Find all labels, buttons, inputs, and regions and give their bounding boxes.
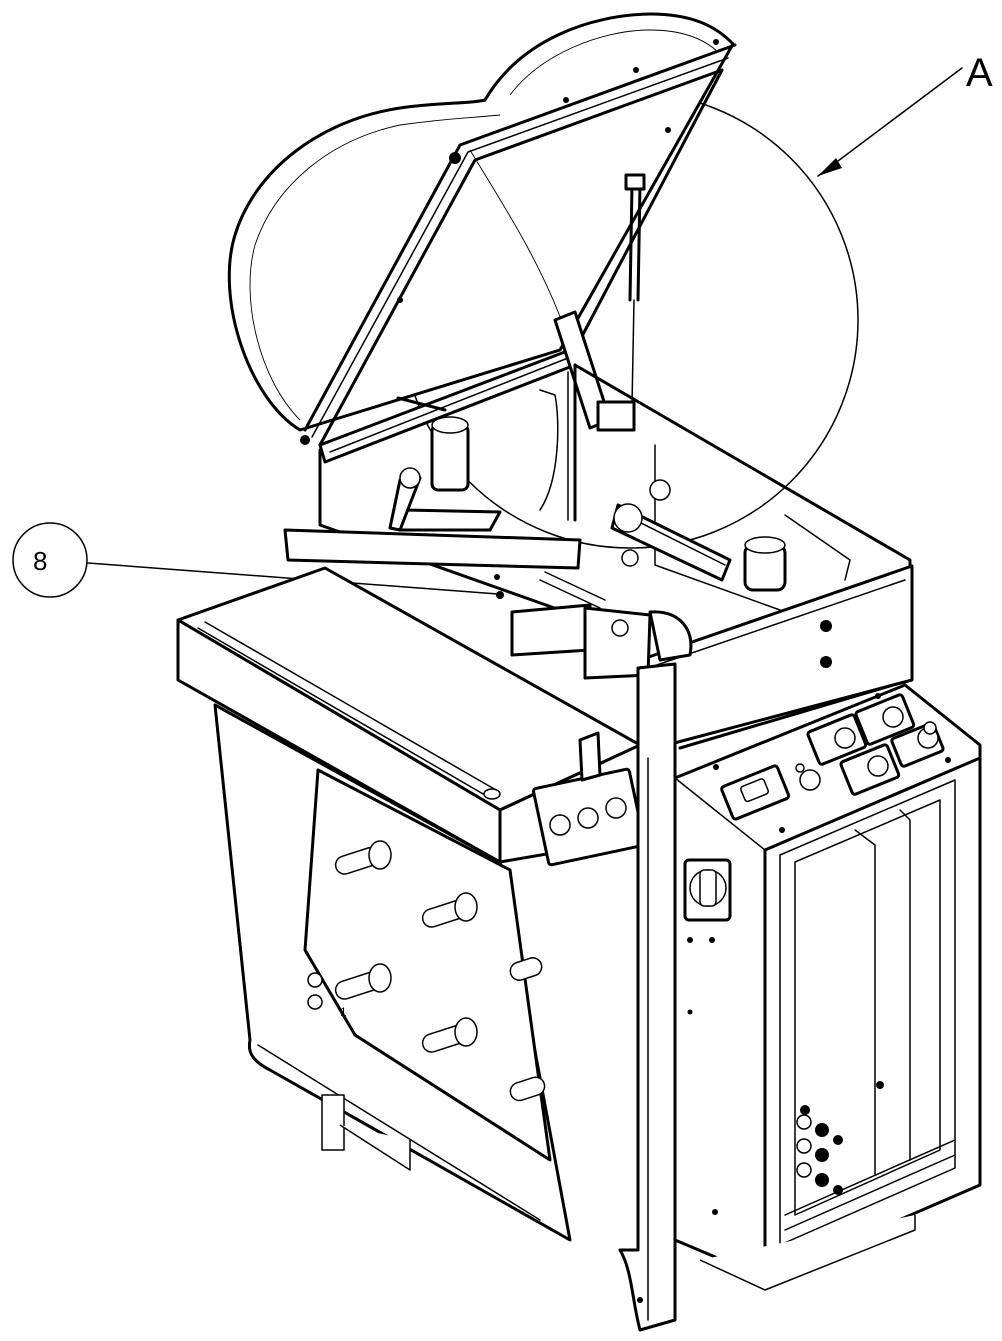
roller-1 (334, 840, 392, 875)
roller-5 (421, 1017, 478, 1053)
roller-3 (509, 957, 543, 981)
machine-upper-body (283, 363, 914, 752)
roller-2 (421, 892, 478, 928)
control-button-2[interactable] (854, 693, 916, 746)
roller-6 (509, 1076, 546, 1102)
control-button-1[interactable] (806, 713, 868, 766)
joystick[interactable] (890, 721, 945, 768)
callout-8-label: 8 (33, 546, 47, 576)
power-switch[interactable] (720, 764, 791, 821)
roller-rack: 1 (303, 768, 552, 1162)
roller-4 (334, 963, 392, 1000)
callout-a-label: A (966, 51, 993, 95)
control-column (618, 662, 982, 1332)
main-switch[interactable] (683, 858, 732, 922)
vent-holes (796, 1105, 843, 1195)
machine-lid (227, 12, 737, 464)
control-button-3[interactable] (839, 743, 901, 796)
panel-side-label: 1 (340, 1005, 347, 1019)
